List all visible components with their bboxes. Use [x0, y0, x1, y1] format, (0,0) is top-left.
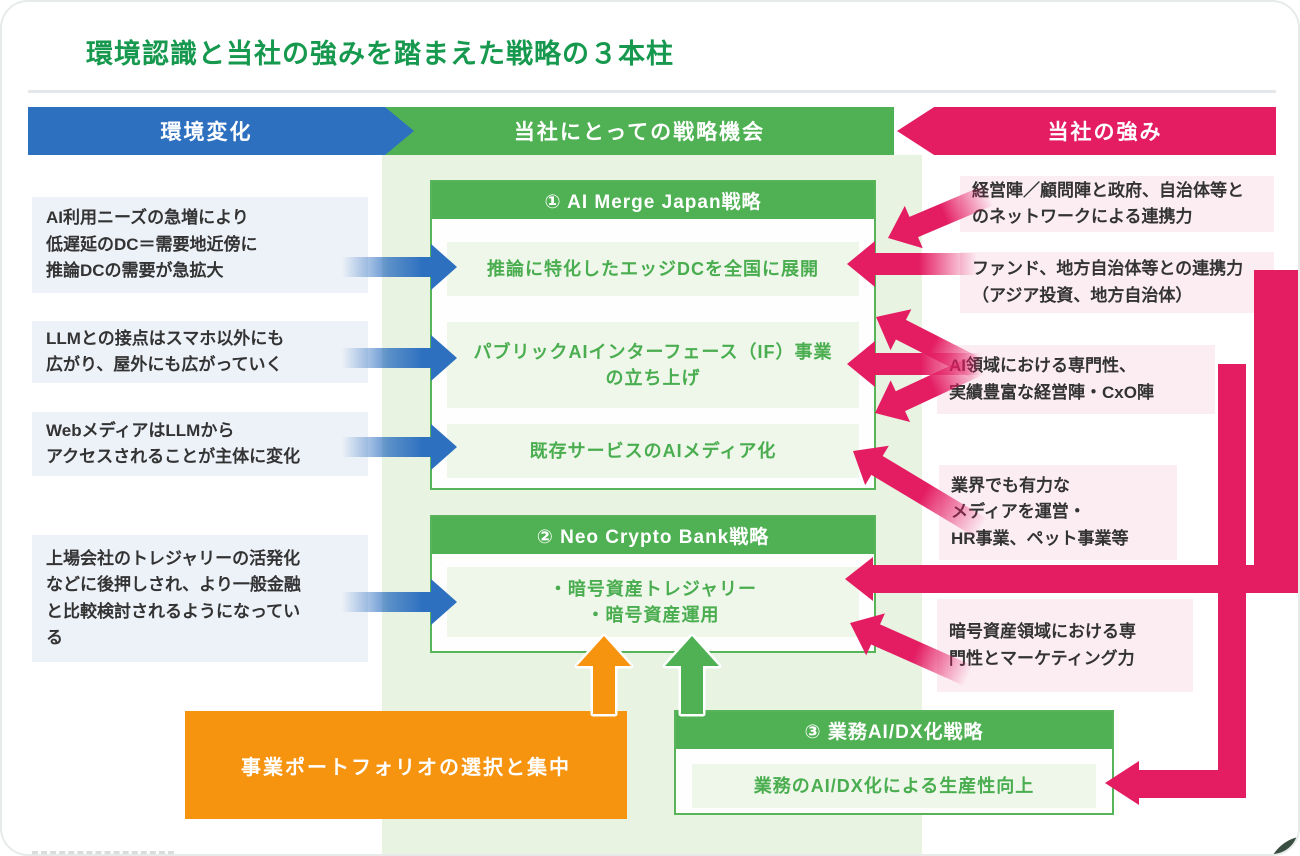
strength-note-media: 業界でも有力な メディアを運営・ HR事業、ペット事業等: [939, 465, 1177, 560]
floating-widget[interactable]: [1267, 836, 1300, 856]
strategy-1-item-edge-dc: 推論に特化したエッジDCを全国に展開: [447, 242, 859, 296]
strength-note-funds: ファンド、地方自治体等との連携力 （アジア投資、地方自治体）: [960, 252, 1274, 313]
strategy-section-neo-crypto-bank: ② Neo Crypto Bank戦略 ・暗号資産トレジャリー ・暗号資産運用: [430, 515, 876, 653]
strategy-3-item-productivity: 業務のAI/DX化による生産性向上: [692, 764, 1096, 808]
strategy-1-heading: ① AI Merge Japan戦略: [432, 182, 874, 219]
title-divider: [28, 90, 1276, 93]
strength-note-network: 経営陣／顧問陣と政府、自治体等と のネットワークによる連携力: [960, 176, 1274, 232]
strategy-section-ai-merge-japan: ① AI Merge Japan戦略 推論に特化したエッジDCを全国に展開 パブ…: [430, 180, 876, 490]
banner-environment-change: 環境変化: [28, 107, 414, 155]
page-title: 環境認識と当社の強みを踏まえた戦略の３本柱: [86, 39, 674, 69]
strength-note-ai-expertise: AI領域における専門性、 実績豊富な経営陣・CxO陣: [937, 345, 1215, 414]
env-note-web-media: WebメディアはLLMから アクセスされることが主体に変化: [32, 412, 368, 476]
banner-strategic-opportunity: 当社にとっての戦略機会: [385, 107, 894, 155]
cutoff-element: [32, 851, 174, 854]
portfolio-focus-box: 事業ポートフォリオの選択と集中: [185, 711, 627, 819]
strategy-3-heading: ③ 業務AI/DX化戦略: [676, 712, 1112, 749]
env-note-treasury: 上場会社のトレジャリーの活発化 などに後押しされ、より一般金融 と比較検討される…: [32, 535, 368, 662]
strength-note-crypto-expertise: 暗号資産領域における専 門性とマーケティング力: [937, 599, 1193, 692]
strategy-1-item-public-ai-if: パブリックAIインターフェース（IF）事業 の立ち上げ: [447, 322, 859, 408]
env-note-llm-contact: LLMとの接点はスマホ以外にも 広がり、屋外にも広がっていく: [32, 321, 368, 383]
strategy-1-item-ai-media: 既存サービスのAIメディア化: [447, 424, 859, 478]
pink-connector-expertise-to-dx-icon: [1105, 364, 1246, 805]
strategy-2-heading: ② Neo Crypto Bank戦略: [432, 517, 874, 554]
strategy-2-item-crypto: ・暗号資産トレジャリー ・暗号資産運用: [447, 567, 859, 637]
strategy-section-ai-dx: ③ 業務AI/DX化戦略 業務のAI/DX化による生産性向上: [674, 710, 1114, 815]
banner-company-strength: 当社の強み: [897, 107, 1276, 155]
env-note-ai-demand: AI利用ニーズの急増により 低遅延のDC＝需要地近傍に 推論DCの需要が急拡大: [32, 197, 368, 293]
